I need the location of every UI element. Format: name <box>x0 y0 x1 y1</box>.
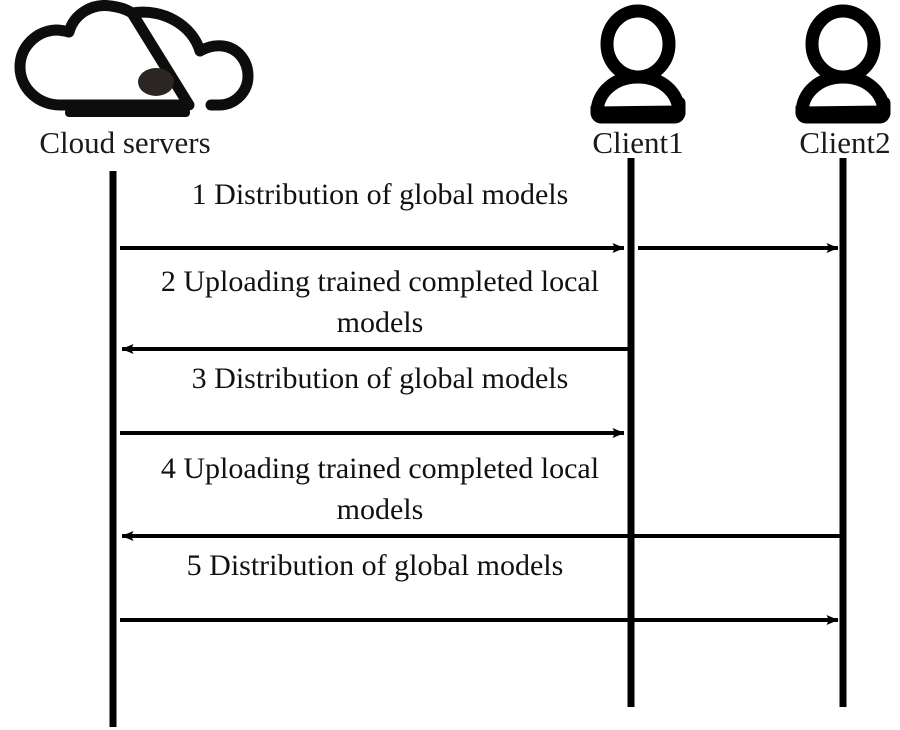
actor-label-client2: Client2 <box>799 125 891 160</box>
message-label-2: 2 Uploading trained completed local mode… <box>160 265 600 339</box>
message-label-3: 3 Distribution of global models <box>191 362 569 395</box>
user-icon <box>795 4 891 124</box>
message-label-5: 5 Distribution of global models <box>186 549 564 582</box>
actor-label-client1: Client1 <box>592 125 684 160</box>
user-icon <box>590 4 686 124</box>
cloud-icon <box>14 0 254 117</box>
message-label-4: 4 Uploading trained completed local mode… <box>160 452 600 526</box>
actor-label-cloud-servers: Cloud servers <box>39 125 211 160</box>
message-label-1: 1 Distribution of global models <box>191 178 569 211</box>
